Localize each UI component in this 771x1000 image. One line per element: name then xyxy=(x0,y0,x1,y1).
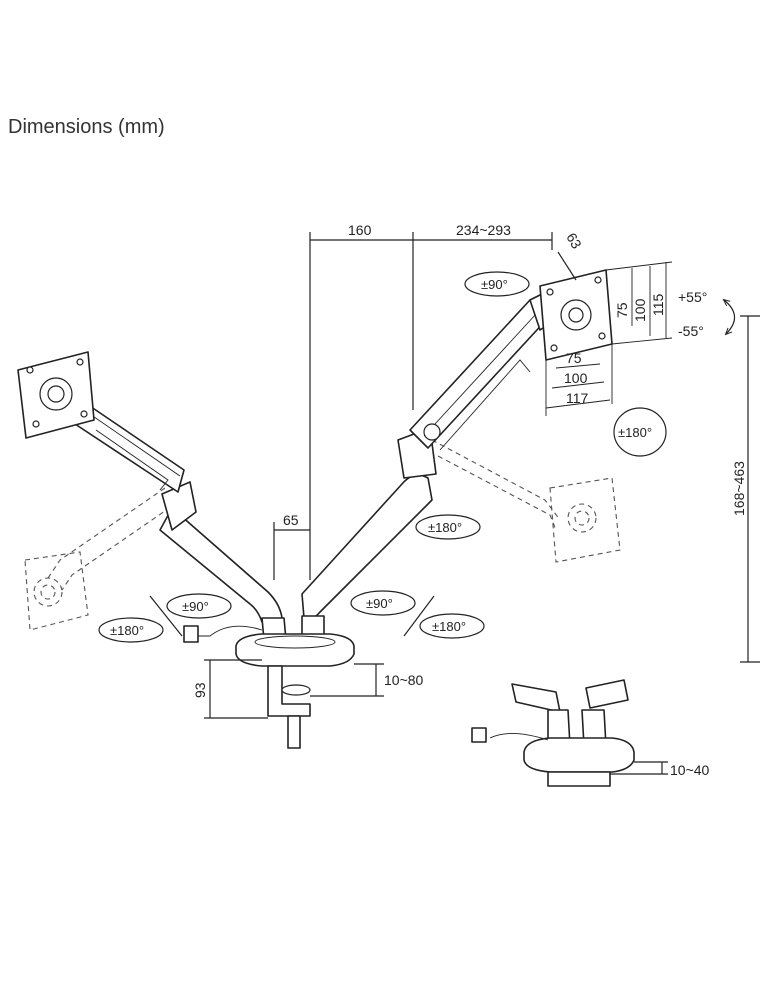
rot-left-upper: ±90° xyxy=(182,599,209,614)
right-arm xyxy=(301,269,613,641)
ghost-left-arm xyxy=(24,487,179,631)
dim-160: 160 xyxy=(348,222,372,238)
dim-vesa-h-75: 75 xyxy=(566,350,582,366)
dim-vesa-v-115: 115 xyxy=(650,293,666,316)
dim-93: 93 xyxy=(192,682,208,698)
page-title: Dimensions (mm) xyxy=(8,116,165,138)
rot-right-upper: ±90° xyxy=(366,596,393,611)
rot-left-lower: ±180° xyxy=(110,623,144,638)
dim-vesa-h-100: 100 xyxy=(564,370,588,386)
rot-center-right: ±180° xyxy=(428,520,462,535)
grommet-base xyxy=(471,679,635,787)
rot-top-pivot: ±90° xyxy=(481,277,508,292)
rot-right-swivel: ±180° xyxy=(618,425,652,440)
dim-234-293: 234~293 xyxy=(456,222,511,238)
dim-vesa-v-100: 100 xyxy=(632,298,648,322)
left-arm xyxy=(17,351,287,641)
dim-tilt-up: +55° xyxy=(678,289,707,305)
dim-10-80: 10~80 xyxy=(384,672,424,688)
dimension-lines xyxy=(149,232,760,775)
dim-vesa-h-117: 117 xyxy=(566,390,589,406)
base-clamp xyxy=(183,625,355,749)
dim-65: 65 xyxy=(283,512,299,528)
dim-tilt-down: -55° xyxy=(678,323,704,339)
dim-63: 63 xyxy=(563,230,585,252)
dim-height-range: 168~463 xyxy=(731,461,747,516)
dim-10-40: 10~40 xyxy=(670,762,710,778)
ghost-right-arm xyxy=(431,439,621,563)
rot-right-lower: ±180° xyxy=(432,619,466,634)
rotation-indicators xyxy=(98,271,667,643)
dim-vesa-v-75: 75 xyxy=(614,302,630,318)
